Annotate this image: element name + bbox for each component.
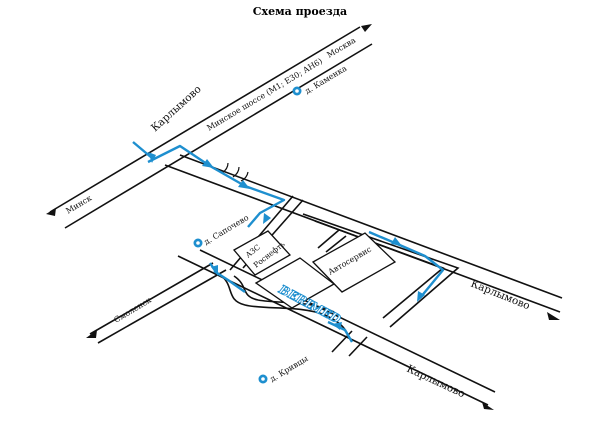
village-marker-krivtsy — [258, 374, 268, 384]
route-arrow-7 — [332, 322, 342, 330]
label-village-krivtsy: д. Кривцы — [268, 354, 310, 384]
gas-station-building — [232, 230, 292, 276]
berimed-building — [254, 257, 336, 309]
smolensk-direction-arrow — [86, 330, 97, 338]
minsk-direction-arrow — [46, 208, 56, 216]
bridge-mark-2 — [240, 171, 249, 182]
village-marker-kamenka — [292, 86, 302, 96]
route-arrow-4 — [211, 265, 218, 276]
minsk-highway — [49, 26, 373, 229]
map-title: Схема проезда — [252, 5, 348, 18]
krivtsy-road — [331, 330, 368, 357]
route-arrow-1 — [202, 159, 214, 168]
route-arrow-3 — [263, 213, 271, 224]
label-village-sapochevo: д. Сапочево — [202, 213, 250, 247]
driveway-inner — [233, 275, 335, 313]
label-smolensk: Смоленск — [112, 295, 152, 324]
karlymovo-approach-arrow — [148, 152, 156, 163]
label-minsk: Минск — [64, 193, 93, 215]
route-arrow-5 — [391, 237, 402, 246]
route-arrow-2 — [238, 180, 250, 189]
karlymovo-approach-line — [132, 141, 153, 159]
label-karlymovo-south: Карлымово — [405, 363, 467, 400]
smolensk-road — [89, 262, 227, 344]
karlymovo-south-arrow — [482, 402, 494, 410]
route-arrow-6 — [417, 291, 425, 302]
karlymovo-east-arrow — [547, 312, 560, 320]
village-marker-sapochevo — [193, 238, 203, 248]
label-karlymovo-north: Карлымово — [149, 83, 204, 134]
moscow-direction-arrow — [361, 24, 372, 32]
